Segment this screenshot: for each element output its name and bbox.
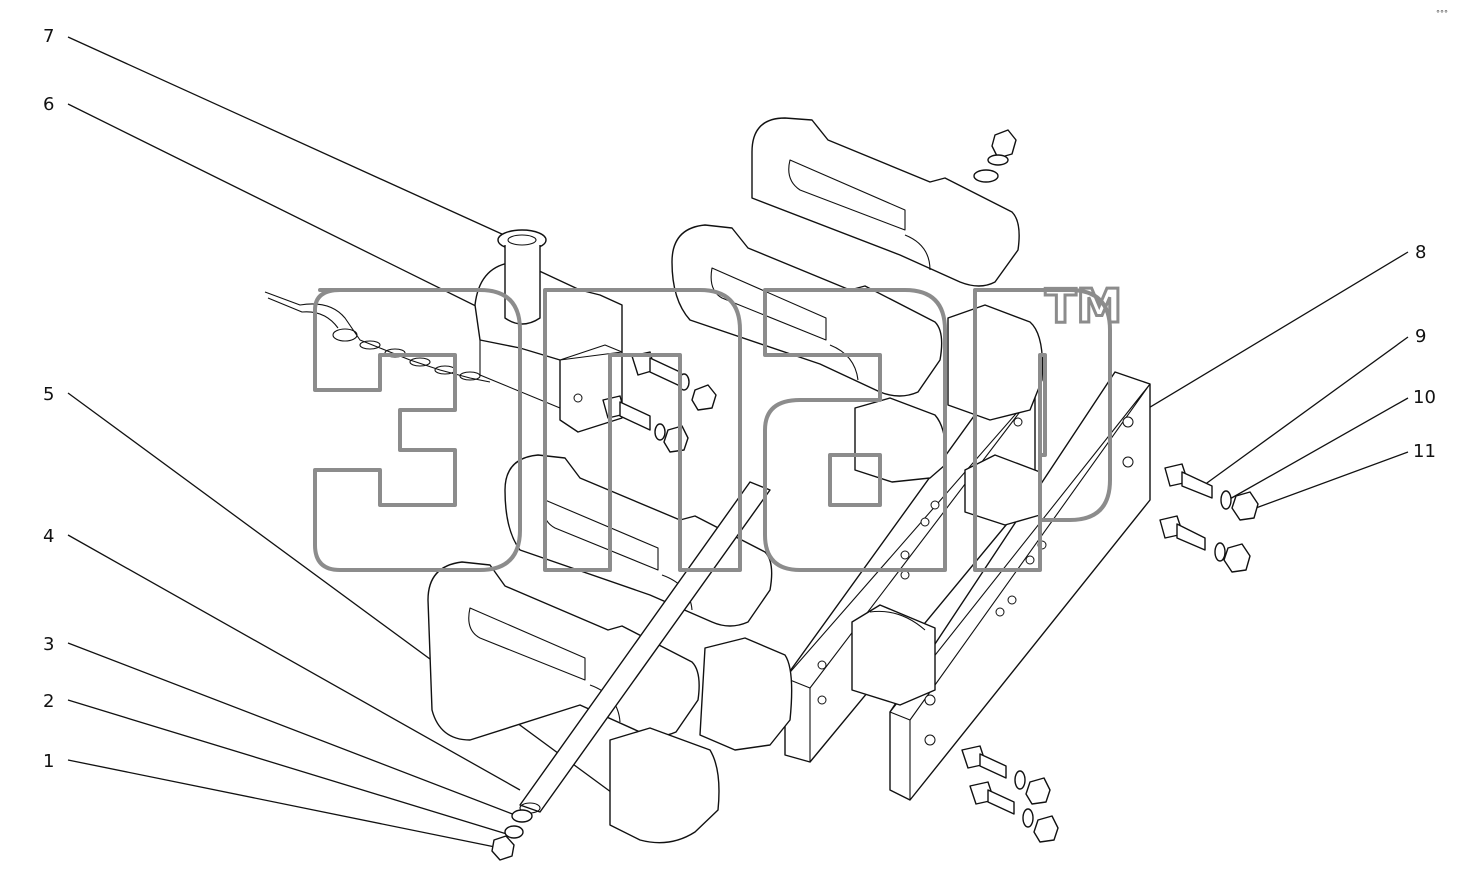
leader-2 [67, 699, 511, 836]
washer-part-3 [511, 809, 533, 823]
hex-bolt [631, 351, 681, 387]
leader-1 [67, 759, 501, 849]
nut-part-11 [1231, 491, 1259, 521]
pin-part-7 [497, 229, 547, 325]
part-label-2: 2 [43, 691, 54, 712]
part-labels: 7 6 5 4 3 2 1 8 9 10 11 [43, 26, 1436, 772]
part-label-6: 6 [43, 94, 54, 115]
part-label-4: 4 [43, 526, 54, 547]
corner-mark: °°° [1436, 9, 1448, 18]
leader-7 [67, 36, 516, 241]
fastener-set-lower-left [491, 809, 533, 861]
leader-4 [67, 534, 521, 791]
fastener-set-right [1159, 463, 1259, 573]
hex-nut [1025, 777, 1051, 805]
hex-nut [1033, 815, 1059, 843]
part-label-9: 9 [1415, 326, 1426, 347]
leader-11 [1244, 451, 1409, 513]
pin-bracket [474, 261, 623, 433]
watermark-trademark: TM [1045, 279, 1122, 333]
leader-8 [1141, 251, 1409, 413]
washer-part-10 [1220, 490, 1232, 510]
weight-plate-upper-rear [751, 117, 1020, 287]
leader-9 [1199, 336, 1409, 489]
frame-cross-members [851, 454, 1041, 706]
watermark-letter-4 [973, 288, 1112, 572]
part-label-8: 8 [1415, 242, 1426, 263]
watermark-letter-1 [313, 288, 522, 572]
hex-nut [1223, 543, 1251, 573]
hex-nut [691, 384, 717, 411]
watermark-logo: TM [313, 278, 1124, 572]
hex-nut [663, 425, 689, 453]
leader-10 [1227, 397, 1409, 501]
leader-3 [67, 642, 516, 816]
fastener-set-lower-right [961, 745, 1059, 843]
watermark-letter-3 [763, 288, 947, 572]
hex-bolt [1159, 515, 1206, 551]
watermark-letter-2 [543, 288, 742, 572]
weight-plate-upper-spacer [854, 304, 1044, 483]
part-label-1: 1 [43, 751, 54, 772]
mounting-plate-front [889, 371, 1151, 801]
part-label-5: 5 [43, 384, 54, 405]
hex-bolt-part-8 [1164, 463, 1213, 499]
weight-plate-lower-spacer [609, 637, 793, 844]
part-label-7: 7 [43, 26, 54, 47]
washer-part-2 [504, 825, 524, 839]
part-label-3: 3 [43, 634, 54, 655]
fastener-set-top [973, 129, 1017, 183]
leader-lines [67, 36, 1409, 849]
hex-bolt [961, 745, 1007, 779]
leader-5 [67, 392, 616, 796]
part-label-11: 11 [1413, 441, 1436, 462]
weight-plate-lower-front [427, 561, 700, 741]
hex-bolt [969, 781, 1015, 815]
nut-part-1 [491, 835, 515, 861]
leader-6 [67, 103, 501, 319]
part-label-10: 10 [1413, 387, 1436, 408]
